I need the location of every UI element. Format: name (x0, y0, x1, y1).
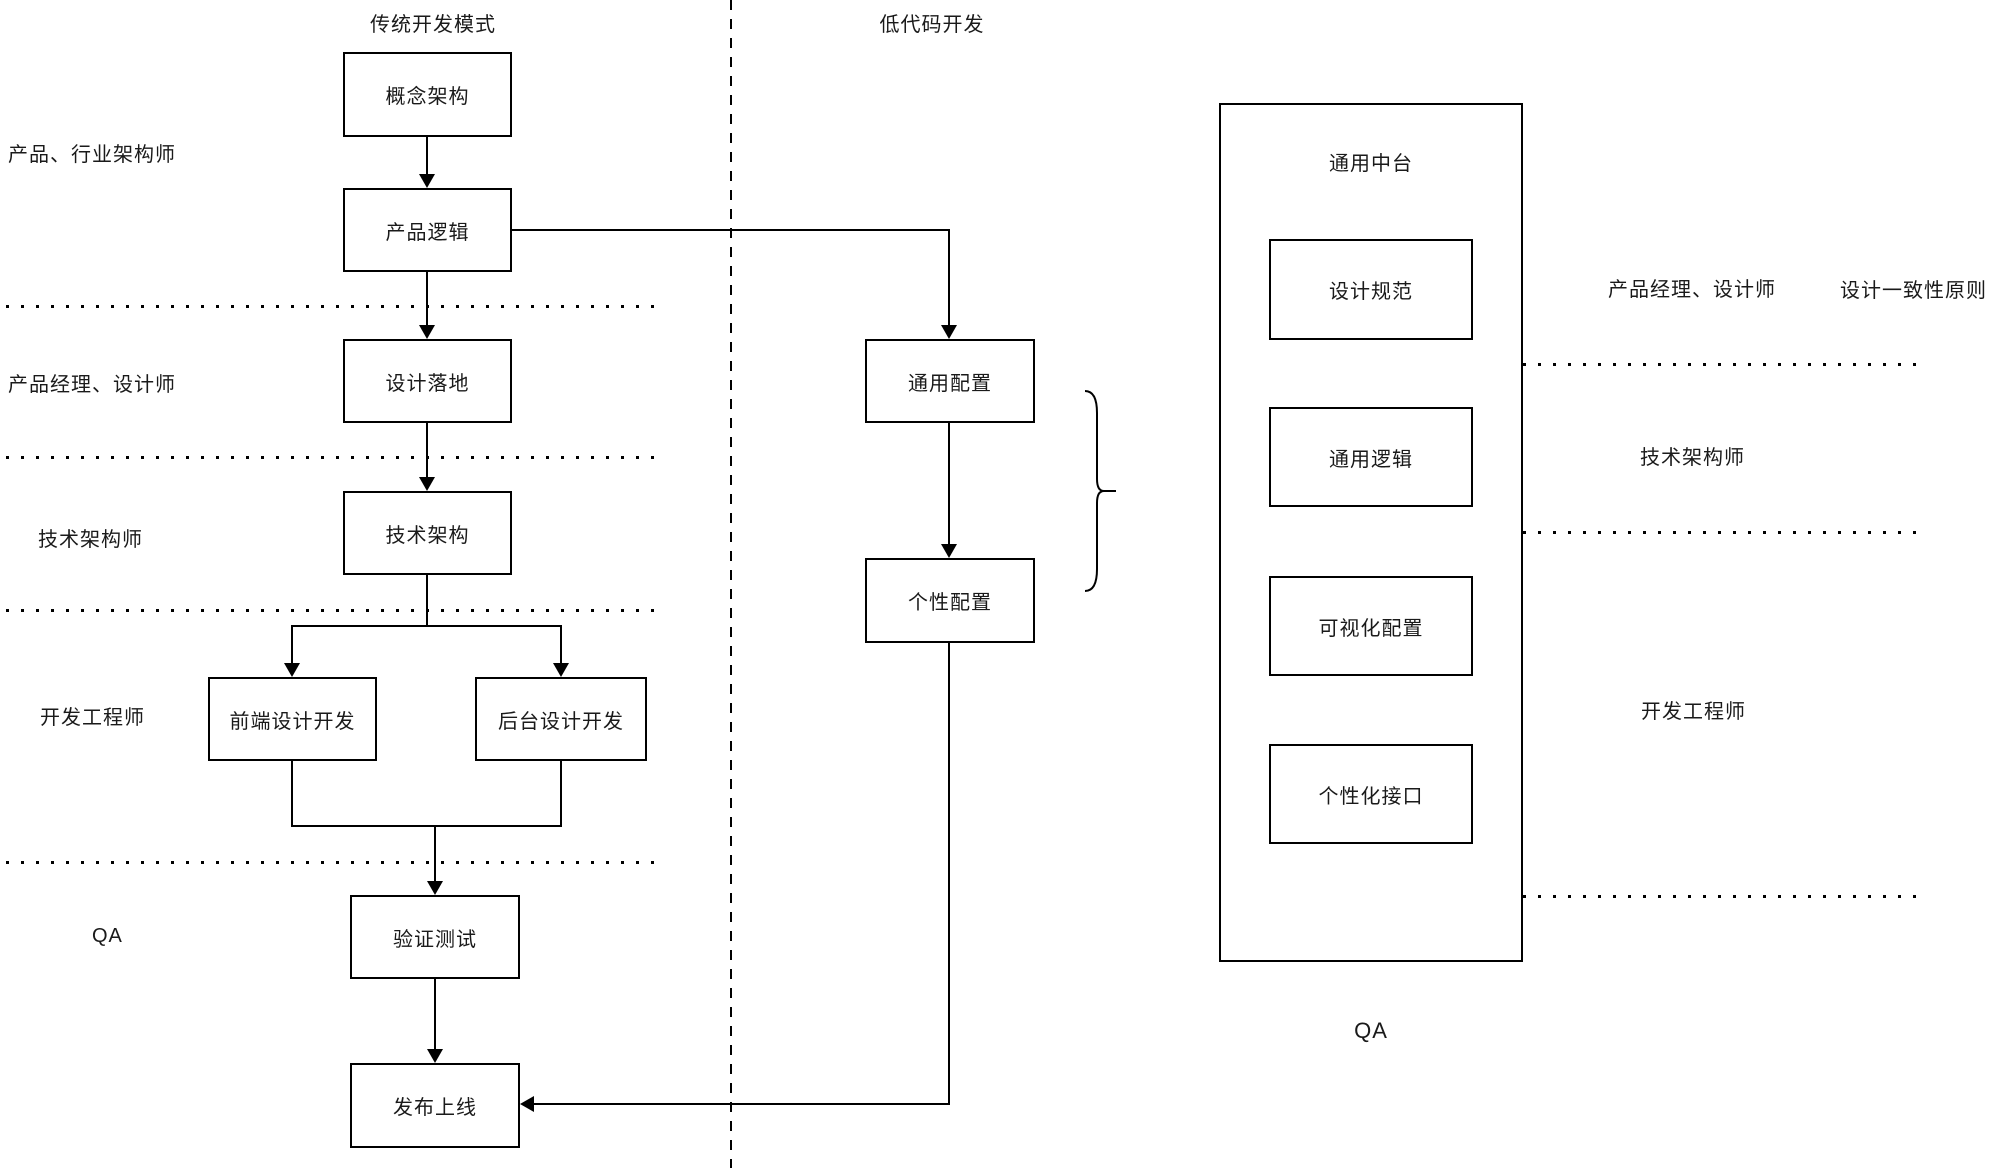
node-verify-test: 验证测试 (350, 895, 520, 979)
connector-verify-to-release (434, 979, 436, 1049)
platform-role-pm-designer: 产品经理、设计师 (1608, 279, 1776, 301)
connector-tech-split-stem (426, 575, 428, 627)
role-label-dev-engineer: 开发工程师 (40, 707, 145, 729)
platform-separator-3 (1268, 895, 1922, 898)
connector-branch-down-to-general-config (948, 229, 950, 325)
node-product-logic: 产品逻辑 (343, 188, 512, 272)
connector-product-to-design (426, 272, 428, 325)
platform-role-tech-architect: 技术架构师 (1640, 447, 1745, 469)
arrowhead-product-logic (419, 174, 435, 188)
role-label-product-industry-architect: 产品、行业架构师 (8, 144, 176, 166)
arrowhead-frontend-dev (284, 663, 300, 677)
connector-split-to-backend (560, 625, 562, 663)
platform-role-design-consistency: 设计一致性原则 (1840, 280, 1987, 302)
role-label-pm-designer: 产品经理、设计师 (8, 374, 176, 396)
arrowhead-verify-test (427, 881, 443, 895)
node-release: 发布上线 (350, 1063, 520, 1148)
node-design-landing: 设计落地 (343, 339, 512, 423)
column-divider-dashed-line (730, 0, 732, 1168)
node-general-logic: 通用逻辑 (1269, 407, 1473, 507)
connector-design-to-tech (426, 423, 428, 477)
platform-role-qa: QA (1354, 1018, 1388, 1043)
arrowhead-backend-dev (553, 663, 569, 677)
node-general-config: 通用配置 (865, 339, 1035, 423)
lowcode-column-title: 低代码开发 (879, 14, 985, 36)
connector-backend-merge (560, 761, 562, 827)
connector-concept-to-product (426, 137, 428, 174)
connector-frontend-merge (291, 761, 293, 827)
arrowhead-design-landing (419, 325, 435, 339)
connector-merge-horizontal (291, 825, 562, 827)
curly-brace (1084, 390, 1116, 592)
platform-separator-2 (1268, 531, 1922, 534)
connector-merge-to-verify (434, 825, 436, 881)
node-tech-architecture: 技术架构 (343, 491, 512, 575)
platform-role-dev-engineer: 开发工程师 (1641, 701, 1746, 723)
arrowhead-tech-architecture (419, 477, 435, 491)
platform-title: 通用中台 (1329, 153, 1413, 175)
traditional-column-title: 传统开发模式 (370, 14, 496, 36)
platform-separator-1 (1268, 363, 1922, 366)
role-label-tech-architect: 技术架构师 (38, 529, 143, 551)
arrowhead-personal-config (941, 544, 957, 558)
swimlane-separator-1 (6, 305, 660, 308)
connector-split-to-frontend (291, 625, 293, 663)
swimlane-separator-4 (6, 861, 660, 864)
connector-personal-config-down (948, 643, 950, 1105)
role-label-qa: QA (92, 925, 123, 947)
swimlane-separator-3 (6, 609, 660, 612)
arrowhead-release-from-lowcode (520, 1096, 534, 1112)
node-design-spec: 设计规范 (1269, 239, 1473, 340)
arrowhead-general-config (941, 325, 957, 339)
connector-split-horizontal (291, 625, 562, 627)
node-personal-config: 个性配置 (865, 558, 1035, 643)
arrowhead-release (427, 1049, 443, 1063)
node-personal-api: 个性化接口 (1269, 744, 1473, 844)
node-backend-dev: 后台设计开发 (475, 677, 647, 761)
node-frontend-dev: 前端设计开发 (208, 677, 377, 761)
swimlane-separator-2 (6, 456, 660, 459)
connector-to-release-horizontal (534, 1103, 949, 1105)
connector-product-logic-branch-horizontal (512, 229, 949, 231)
connector-general-to-personal-config (948, 423, 950, 544)
node-visual-config: 可视化配置 (1269, 576, 1473, 676)
node-concept-architecture: 概念架构 (343, 52, 512, 137)
